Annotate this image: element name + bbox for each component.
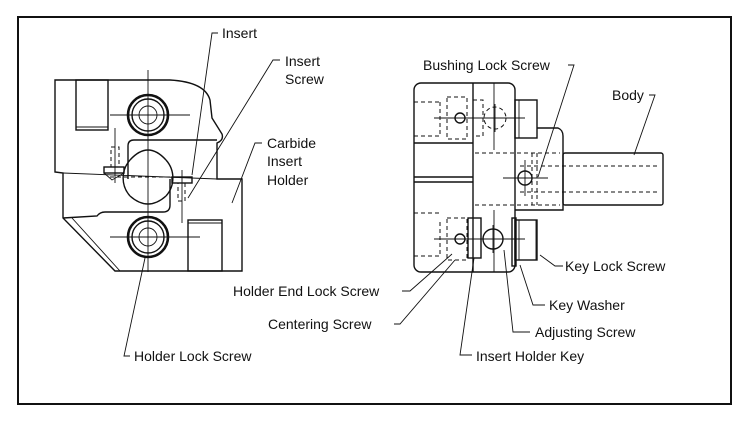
- label-carbide-line1: Carbide: [267, 135, 316, 151]
- frame-border: [17, 16, 732, 405]
- key-washer: [511, 217, 517, 267]
- label-bushing-lock-screw: Bushing Lock Screw: [423, 57, 551, 73]
- label-centering-screw: Centering Screw: [268, 316, 372, 332]
- carbide-insert-holder-outline: [54, 79, 243, 272]
- label-key-lock-screw: Key Lock Screw: [565, 258, 666, 274]
- label-insert: Insert: [222, 25, 257, 41]
- label-insert-screw-line2: Screw: [285, 71, 325, 87]
- insert-screw: [103, 128, 125, 183]
- bore-circle: [122, 159, 174, 197]
- upper-holder-screws: [414, 96, 525, 140]
- label-carbide-line2: Insert: [267, 153, 302, 169]
- right-view-drawing: [394, 64, 664, 356]
- insert-pocket: [127, 139, 217, 179]
- label-insert-screw-line1: Insert: [285, 53, 320, 69]
- key-lock-screw-head: [514, 219, 538, 261]
- label-adjusting-screw: Adjusting Screw: [535, 324, 636, 340]
- label-holder-lock-screw: Holder Lock Screw: [134, 348, 252, 364]
- body-shank: [562, 152, 664, 206]
- upper-hex-head: [514, 99, 538, 139]
- flange: [515, 127, 564, 211]
- lower-holder-screws: [414, 212, 525, 267]
- left-view-drawing: [54, 32, 280, 357]
- lower-slot: [187, 219, 223, 272]
- label-key-washer: Key Washer: [549, 297, 625, 313]
- label-insert-holder-key: Insert Holder Key: [476, 348, 584, 364]
- label-body: Body: [612, 87, 644, 103]
- label-holder-end-lock-screw: Holder End Lock Screw: [233, 283, 380, 299]
- label-carbide-line3: Holder: [267, 172, 309, 188]
- insert: [171, 170, 193, 223]
- upper-slot: [75, 79, 109, 131]
